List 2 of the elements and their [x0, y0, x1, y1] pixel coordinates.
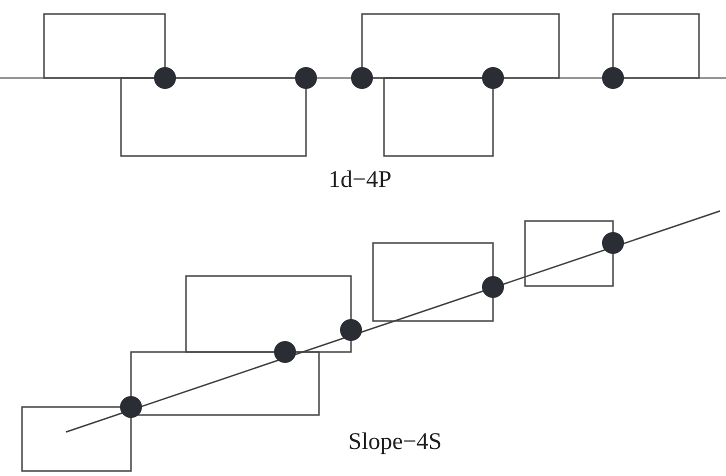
figure-label: Slope−4S [347, 430, 443, 454]
figure-label: 1d−4P [328, 168, 392, 192]
